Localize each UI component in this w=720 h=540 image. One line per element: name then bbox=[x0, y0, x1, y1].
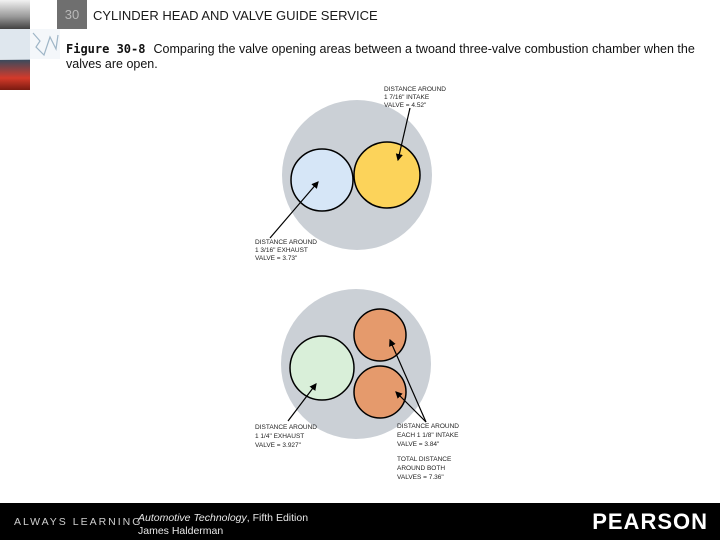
chapter-number: 30 bbox=[57, 0, 87, 29]
three-valve-total-label-1: TOTAL DISTANCE bbox=[397, 456, 452, 463]
three-valve-total-label-2: AROUND BOTH bbox=[397, 465, 445, 472]
figure-caption-text: Comparing the valve opening areas betwee… bbox=[66, 42, 695, 71]
three-valve-intake-label-2: EACH 1 1/8" INTAKE bbox=[397, 432, 459, 439]
figure-label: Figure 30-8 bbox=[66, 42, 146, 56]
footer-bar: ALWAYS LEARNING Automotive Technology, F… bbox=[0, 503, 720, 540]
three-valve-intake-valve-bottom bbox=[353, 365, 407, 419]
thumbnail-engine bbox=[0, 0, 30, 30]
two-valve-exhaust-label-1: DISTANCE AROUND bbox=[255, 239, 317, 246]
valve-diagram: DISTANCE AROUND 1 7/16" INTAKE VALVE = 4… bbox=[255, 86, 461, 481]
three-valve-exhaust-label-2: 1 1/4" EXHAUST bbox=[255, 433, 304, 440]
three-valve-intake-valve-top bbox=[353, 308, 407, 362]
svg-text:DISTANCE AROUND 1 1/4" EXH: DISTANCE AROUND 1 1/4" EXHAUST VALVE = 3… bbox=[255, 424, 319, 449]
thumbnail-car bbox=[0, 60, 30, 90]
chapter-title: CYLINDER HEAD AND VALVE GUIDE SERVICE bbox=[93, 8, 378, 23]
two-valve-intake-valve bbox=[353, 141, 421, 209]
pearson-logo: PEARSON bbox=[592, 509, 708, 534]
book-title: Automotive Technology bbox=[138, 512, 247, 524]
two-valve-intake-arrow bbox=[395, 107, 411, 162]
three-valve-total-label-3: VALVES = 7.36" bbox=[397, 474, 444, 481]
two-valve-exhaust-valve bbox=[290, 148, 354, 212]
header-stripe bbox=[0, 29, 60, 59]
three-valve-exhaust-arrow bbox=[287, 383, 317, 422]
svg-text:DISTANCE AROUND 1 3/16" EX: DISTANCE AROUND 1 3/16" EXHAUST VALVE = … bbox=[255, 239, 319, 262]
three-valve-intake-arrow-bottom bbox=[395, 391, 427, 423]
book-info: Automotive Technology, Fifth Edition Jam… bbox=[138, 512, 308, 538]
three-valve-intake-label-3: VALVE = 3.84" bbox=[397, 441, 440, 448]
book-author: James Halderman bbox=[138, 525, 224, 537]
two-valve-intake-label-2: 1 7/16" INTAKE bbox=[384, 94, 430, 101]
two-valve-exhaust-arrow bbox=[269, 181, 319, 239]
svg-text:TOTAL DISTANCE AROUND BOTH: TOTAL DISTANCE AROUND BOTH VALVES = 7.36… bbox=[397, 456, 453, 481]
two-valve-intake-label-1: DISTANCE AROUND bbox=[384, 86, 446, 93]
two-valve-exhaust-label-2: 1 3/16" EXHAUST bbox=[255, 247, 308, 254]
three-valve-exhaust-valve bbox=[289, 335, 355, 401]
always-learning-text: ALWAYS LEARNING bbox=[14, 516, 143, 528]
svg-text:DISTANCE AROUND EACH 1 1/8: DISTANCE AROUND EACH 1 1/8" INTAKE VALVE… bbox=[397, 423, 461, 448]
book-edition: , Fifth Edition bbox=[246, 512, 309, 524]
three-valve-exhaust-label-1: DISTANCE AROUND bbox=[255, 424, 317, 431]
svg-text:DISTANCE AROUND 1 7/16" IN: DISTANCE AROUND 1 7/16" INTAKE VALVE = 4… bbox=[384, 86, 448, 109]
three-valve-exhaust-label-3: VALVE = 3.927" bbox=[255, 442, 302, 449]
three-valve-intake-label-1: DISTANCE AROUND bbox=[397, 423, 459, 430]
three-valve-intake-arrow-top bbox=[389, 338, 427, 423]
two-valve-exhaust-label-3: VALVE = 3.73" bbox=[255, 255, 298, 262]
two-valve-intake-label-3: VALVE = 4.52" bbox=[384, 102, 427, 109]
